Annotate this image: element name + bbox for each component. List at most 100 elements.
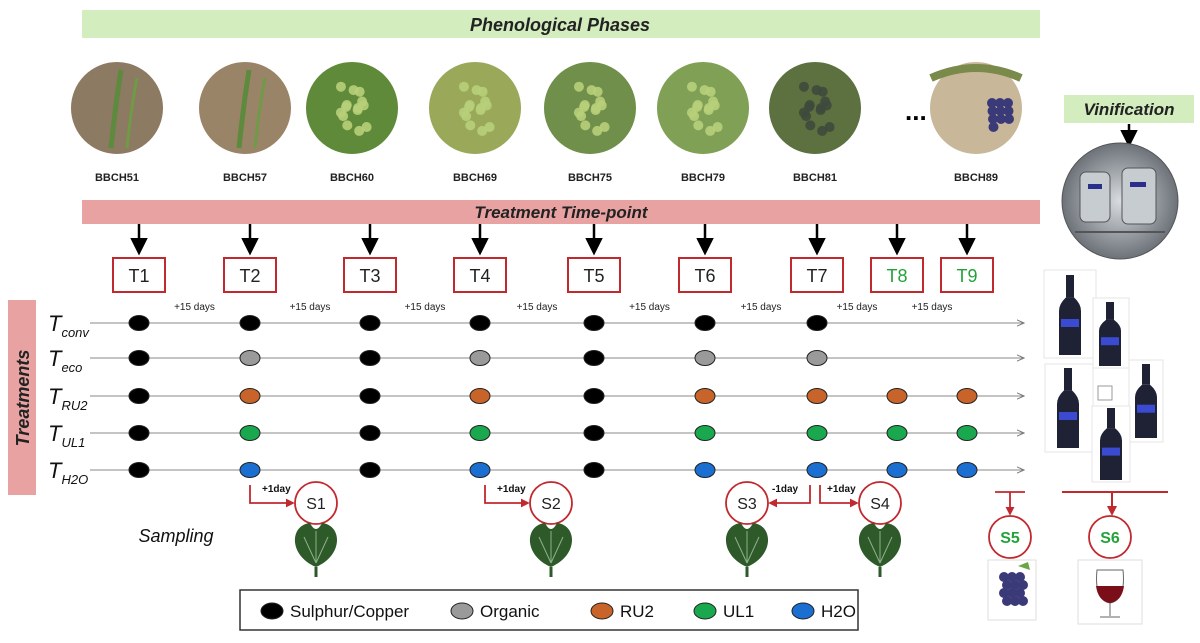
offset-label: -1day [772,484,799,495]
legend-swatch [693,602,717,620]
leaf-icon [529,523,573,577]
interval-label: +15 days [912,302,953,313]
legend-swatch [450,602,474,620]
sample-label: S5 [1000,530,1020,547]
sample-label: S4 [870,496,890,513]
stage-photo [304,60,400,156]
treatment-row: Teco [48,346,1024,375]
treatment-dot [956,388,978,404]
treatment-dot [469,350,491,366]
treatment-dot [694,388,716,404]
treatment-dot [469,462,491,478]
sample-circle [858,481,902,525]
sample-label: S3 [737,496,757,513]
treatment-dot [359,350,381,366]
treatments-band [8,300,36,495]
legend-item: UL1 [693,602,754,621]
legend-swatch [791,602,815,620]
legend-label: RU2 [620,602,654,621]
legend-item: Organic [450,602,540,621]
offset-connector [819,485,859,508]
treatment-label: TUL1 [48,421,85,450]
offset-connector [768,485,811,508]
sample-label: S6 [1100,530,1120,547]
treatment-dot [806,388,828,404]
treatment-dot [469,388,491,404]
timepoint-label: T4 [469,266,490,286]
sample-circle [725,481,769,525]
sample-label: S1 [306,496,326,513]
treatment-dot [583,425,605,441]
treatment-label: Teco [48,346,82,375]
treatment-dot [469,425,491,441]
legend-item: RU2 [590,602,654,621]
treatment-time-title: Treatment Time-point [474,203,649,222]
offset-connector [249,485,295,508]
vinification-title: Vinification [1084,100,1175,119]
stage-photo [197,60,293,156]
treatment-dot [239,388,261,404]
treatment-time-band [82,200,1040,224]
treatment-dot [886,462,908,478]
timepoint-box [940,257,994,293]
leaf-icon [294,523,338,577]
treatment-dot [239,425,261,441]
treatment-dot [806,425,828,441]
phenological-band [82,10,1040,38]
stage-label: BBCH89 [954,172,998,184]
timepoint-label: T1 [128,266,149,286]
interval-label: +15 days [405,302,446,313]
treatment-dot [806,350,828,366]
treatment-dot [239,350,261,366]
timepoint-box [567,257,621,293]
stage-label: BBCH81 [793,172,837,184]
offset-connector [484,485,530,508]
timepoint-box [790,257,844,293]
sample-label: S2 [541,496,561,513]
timepoint-box [870,257,924,293]
treatment-dot [886,425,908,441]
timepoint-label: T5 [583,266,604,286]
legend-label: H2O [821,602,856,621]
wine-bottle [1057,368,1079,448]
treatment-dot [806,315,828,331]
treatment-dot [128,315,150,331]
timepoint-box [223,257,277,293]
stage-label: BBCH57 [223,172,267,184]
legend-label: UL1 [723,602,754,621]
treatment-row: Tconv [48,311,1024,340]
treatment-dot [956,462,978,478]
vinification-band [1064,95,1194,123]
treatment-dot [128,462,150,478]
treatments-title: Treatments [13,350,33,447]
offset-label: +1day [827,484,856,495]
stage-photo [655,60,751,156]
legend-swatch [590,602,614,620]
stage-label: BBCH69 [453,172,497,184]
timepoint-box [343,257,397,293]
legend-item: H2O [791,602,856,621]
stage-photo [427,60,523,156]
treatment-dot [128,350,150,366]
treatment-dot [694,425,716,441]
treatment-dot [239,462,261,478]
treatment-dot [583,462,605,478]
s6-connector [1062,491,1168,514]
timepoint-box [112,257,166,293]
treatment-dot [694,462,716,478]
treatment-label: TRU2 [48,384,88,413]
treatment-dot [694,315,716,331]
treatment-dot [239,315,261,331]
interval-label: +15 days [741,302,782,313]
legend-label: Organic [480,602,540,621]
treatment-dot [359,315,381,331]
timepoint-box [678,257,732,293]
bottles-image [1043,269,1164,483]
stage-photo [928,60,1024,156]
treatment-dot [956,425,978,441]
stage-label: BBCH75 [568,172,612,184]
interval-label: +15 days [629,302,670,313]
offset-label: +1day [262,484,291,495]
timepoint-box [453,257,507,293]
treatment-dot [359,425,381,441]
